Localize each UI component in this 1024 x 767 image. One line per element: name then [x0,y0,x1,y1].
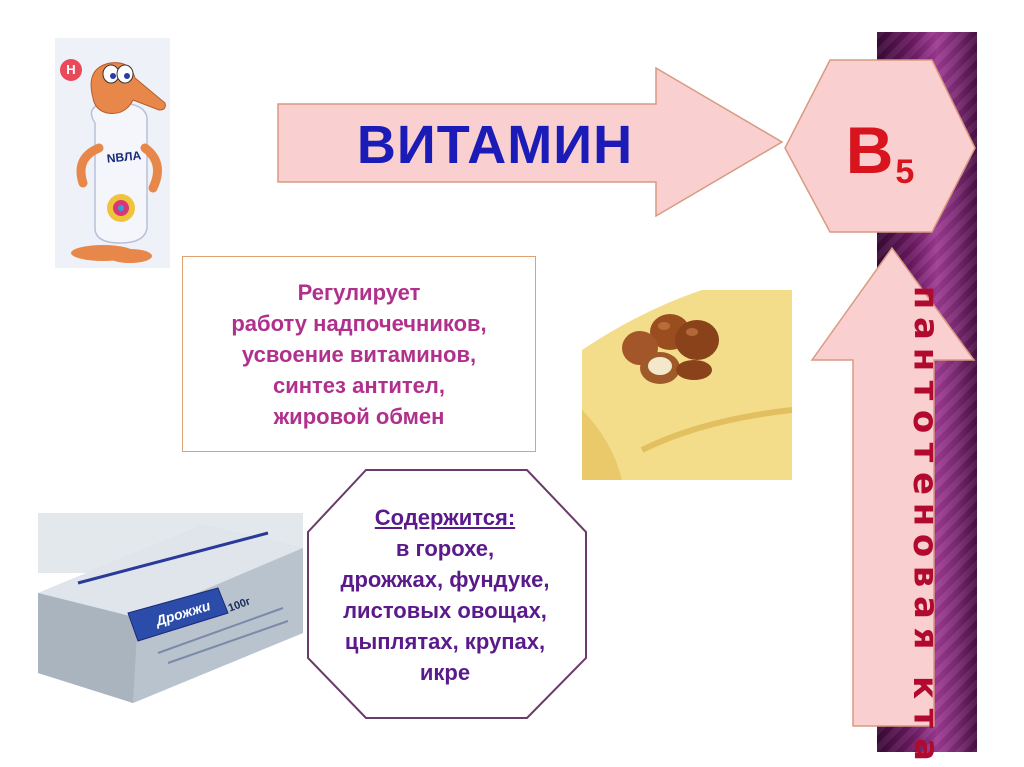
vertical-char: а [905,317,946,340]
title-arrow [277,66,784,218]
vitamin-subscript: 5 [895,152,915,191]
vertical-char: н [905,502,946,527]
vertical-vitamin-name: п а н т о т е н о в а я к т а [870,282,980,761]
contains-octagon [307,469,587,719]
yeast-package-image [38,513,303,708]
contains-box: Содержится: в горохе, дрожжах, фундуке, … [310,490,580,700]
vertical-char: а [905,738,946,761]
vertical-char: а [905,596,946,619]
vertical-char: о [905,533,946,558]
vertical-char: в [905,565,946,588]
function-line: работу надпочечников, [231,310,487,336]
vertical-char: я [905,627,946,650]
vertical-char: н [905,347,946,372]
vertical-char: т [905,708,946,729]
function-line: Регулирует [297,279,421,305]
contains-line: листовых овощах, [343,598,547,623]
up-arrow [810,246,976,727]
contains-heading: Содержится: [374,505,516,530]
vitamin-hexagon [784,59,976,233]
mascot-badge: Н [66,62,76,77]
contains-line: цыплятах, крупах, [344,629,546,654]
contains-line: дрожжах, фундуке, [340,567,550,592]
vertical-char: т [905,442,946,463]
vitamin-letter: B [845,113,894,187]
contains-line: в горохе, [395,536,495,561]
mascot-illustration: Н NBЛA [55,38,170,268]
function-line: усвоение витаминов, [241,341,477,367]
yeast-package-photo: Дрожжи 100г [38,513,303,708]
mascot-icon [55,38,170,268]
vertical-char: п [905,285,946,310]
hazelnuts-image [582,290,793,480]
vertical-char: к [905,675,946,700]
contains-line: икре [419,660,471,685]
function-box: Регулирует работу надпочечников, усвоени… [182,256,536,452]
title-word: ВИТАМИН [356,115,634,175]
vitamin-label: B 5 [790,90,970,210]
function-line: синтез антител, [272,372,446,398]
hazelnuts-photo [582,290,793,480]
function-line: жировой обмен [273,403,445,429]
vertical-char: о [905,409,946,434]
vertical-char: е [905,471,946,496]
vertical-char: т [905,380,946,401]
